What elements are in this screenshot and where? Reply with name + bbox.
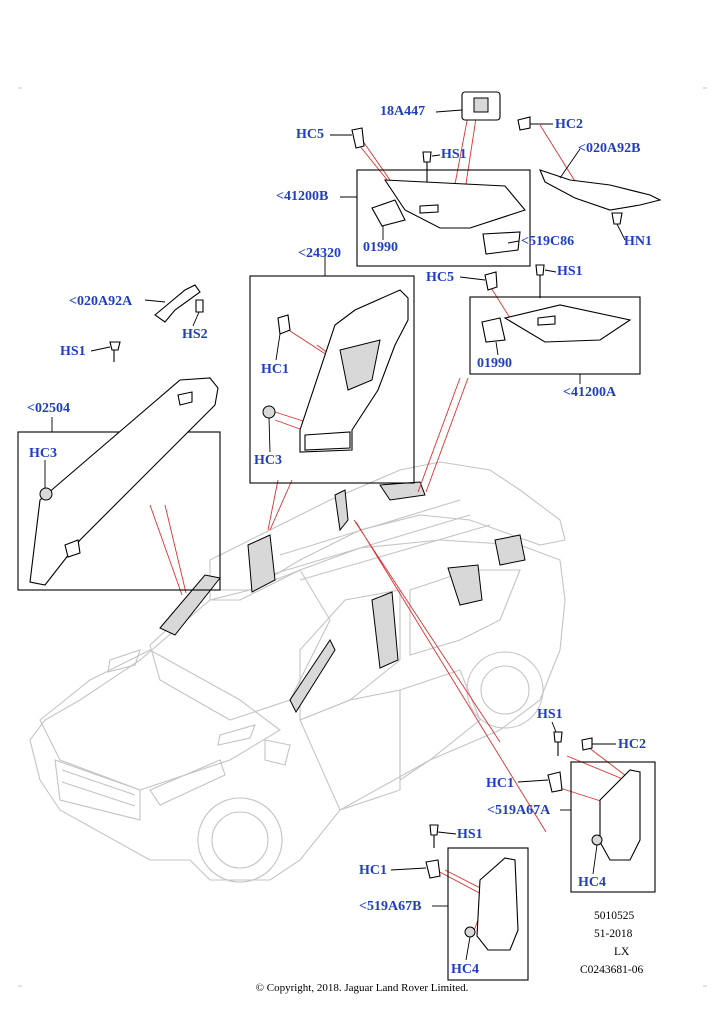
- clip-hc3-bpillar: [262, 405, 276, 419]
- screw-hs1-rl: [429, 824, 439, 848]
- a-pillar-trim-part: [29, 377, 219, 586]
- bracket-020a92b: [517, 116, 662, 225]
- clip-hc5-mid: [484, 271, 498, 291]
- callout-hc1-rr[interactable]: HC1: [486, 776, 514, 791]
- callout-hc1-rl[interactable]: HC1: [359, 863, 387, 878]
- callout-hc4-rl[interactable]: HC4: [451, 962, 479, 977]
- vehicle-trim-highlights: [159, 481, 526, 714]
- black-leader-lines: [44, 109, 626, 961]
- callout-hc1-bpillar[interactable]: HC1: [261, 362, 289, 377]
- callout-hs1-mid[interactable]: HS1: [557, 264, 583, 279]
- callout-hs1-rl[interactable]: HS1: [457, 827, 483, 842]
- callout-02504[interactable]: <02504: [27, 401, 70, 416]
- detail-boxes: [17, 169, 656, 981]
- callout-020a92b[interactable]: <020A92B: [578, 141, 641, 156]
- roof-handle-41200b: [371, 179, 526, 255]
- copyright-notice: © Copyright, 2018. Jaguar Land Rover Lim…: [255, 982, 469, 994]
- screw-hs1-left: [109, 341, 121, 362]
- clip-hc5-top: [351, 127, 365, 149]
- red-leader-lines: [59, 104, 641, 937]
- d-pillar-trim-519a67b: [476, 857, 519, 951]
- callout-519c86[interactable]: <519C86: [521, 234, 575, 249]
- callout-519a67b[interactable]: <519A67B: [359, 899, 422, 914]
- reference-date: 51-2018: [594, 928, 633, 940]
- callout-020a92a[interactable]: <020A92A: [69, 294, 133, 309]
- callout-41200a[interactable]: <41200A: [563, 385, 617, 400]
- clip-hc2-rr: [581, 737, 593, 751]
- callout-hs1-rr[interactable]: HS1: [537, 707, 563, 722]
- screw-hs1-mid: [535, 264, 545, 298]
- d-pillar-trim-519a67a: [599, 769, 641, 861]
- callout-hc3-bpillar[interactable]: HC3: [254, 453, 282, 468]
- reference-illustration-id: C0243681-06: [580, 964, 644, 976]
- callout-hc3-left[interactable]: HC3: [29, 446, 57, 461]
- callout-24320[interactable]: <24320: [298, 246, 341, 261]
- callout-hs2[interactable]: HS2: [182, 327, 208, 342]
- switch-18a447: [461, 91, 501, 121]
- callout-18a447[interactable]: 18A447: [380, 104, 426, 119]
- screw-hs1-rr: [553, 731, 563, 756]
- callout-41200b[interactable]: <41200B: [276, 189, 329, 204]
- roof-handle-41200a: [481, 304, 632, 343]
- registration-marks: [18, 87, 707, 987]
- clip-hc4-rr: [591, 834, 603, 846]
- bracket-020a92a: [154, 284, 204, 323]
- callout-hc2-rr[interactable]: HC2: [618, 737, 646, 752]
- screw-hs1-top: [422, 151, 432, 182]
- reference-model: LX: [614, 946, 630, 958]
- callout-hs1-top[interactable]: HS1: [441, 147, 467, 162]
- clip-hc1-rr: [547, 771, 563, 793]
- callout-hc4-rr[interactable]: HC4: [578, 875, 606, 890]
- callout-hs1-left[interactable]: HS1: [60, 344, 86, 359]
- callout-hc2-top[interactable]: HC2: [555, 117, 583, 132]
- callout-hc5-top[interactable]: HC5: [296, 127, 324, 142]
- callout-519a67a[interactable]: <519A67A: [487, 803, 551, 818]
- clip-hc3-left: [39, 487, 53, 501]
- b-pillar-trim-part: [299, 289, 409, 453]
- callout-hn1[interactable]: HN1: [624, 234, 652, 249]
- clip-hc1-rl: [425, 859, 441, 879]
- reference-number: 5010525: [594, 910, 635, 922]
- callout-01990-b[interactable]: 01990: [363, 240, 398, 255]
- callout-01990-a[interactable]: 01990: [477, 356, 512, 371]
- clip-hc1-bpillar: [277, 314, 291, 335]
- callout-hc5-mid[interactable]: HC5: [426, 270, 454, 285]
- clip-hc4-rl: [464, 926, 476, 938]
- vehicle-outline: [29, 461, 566, 883]
